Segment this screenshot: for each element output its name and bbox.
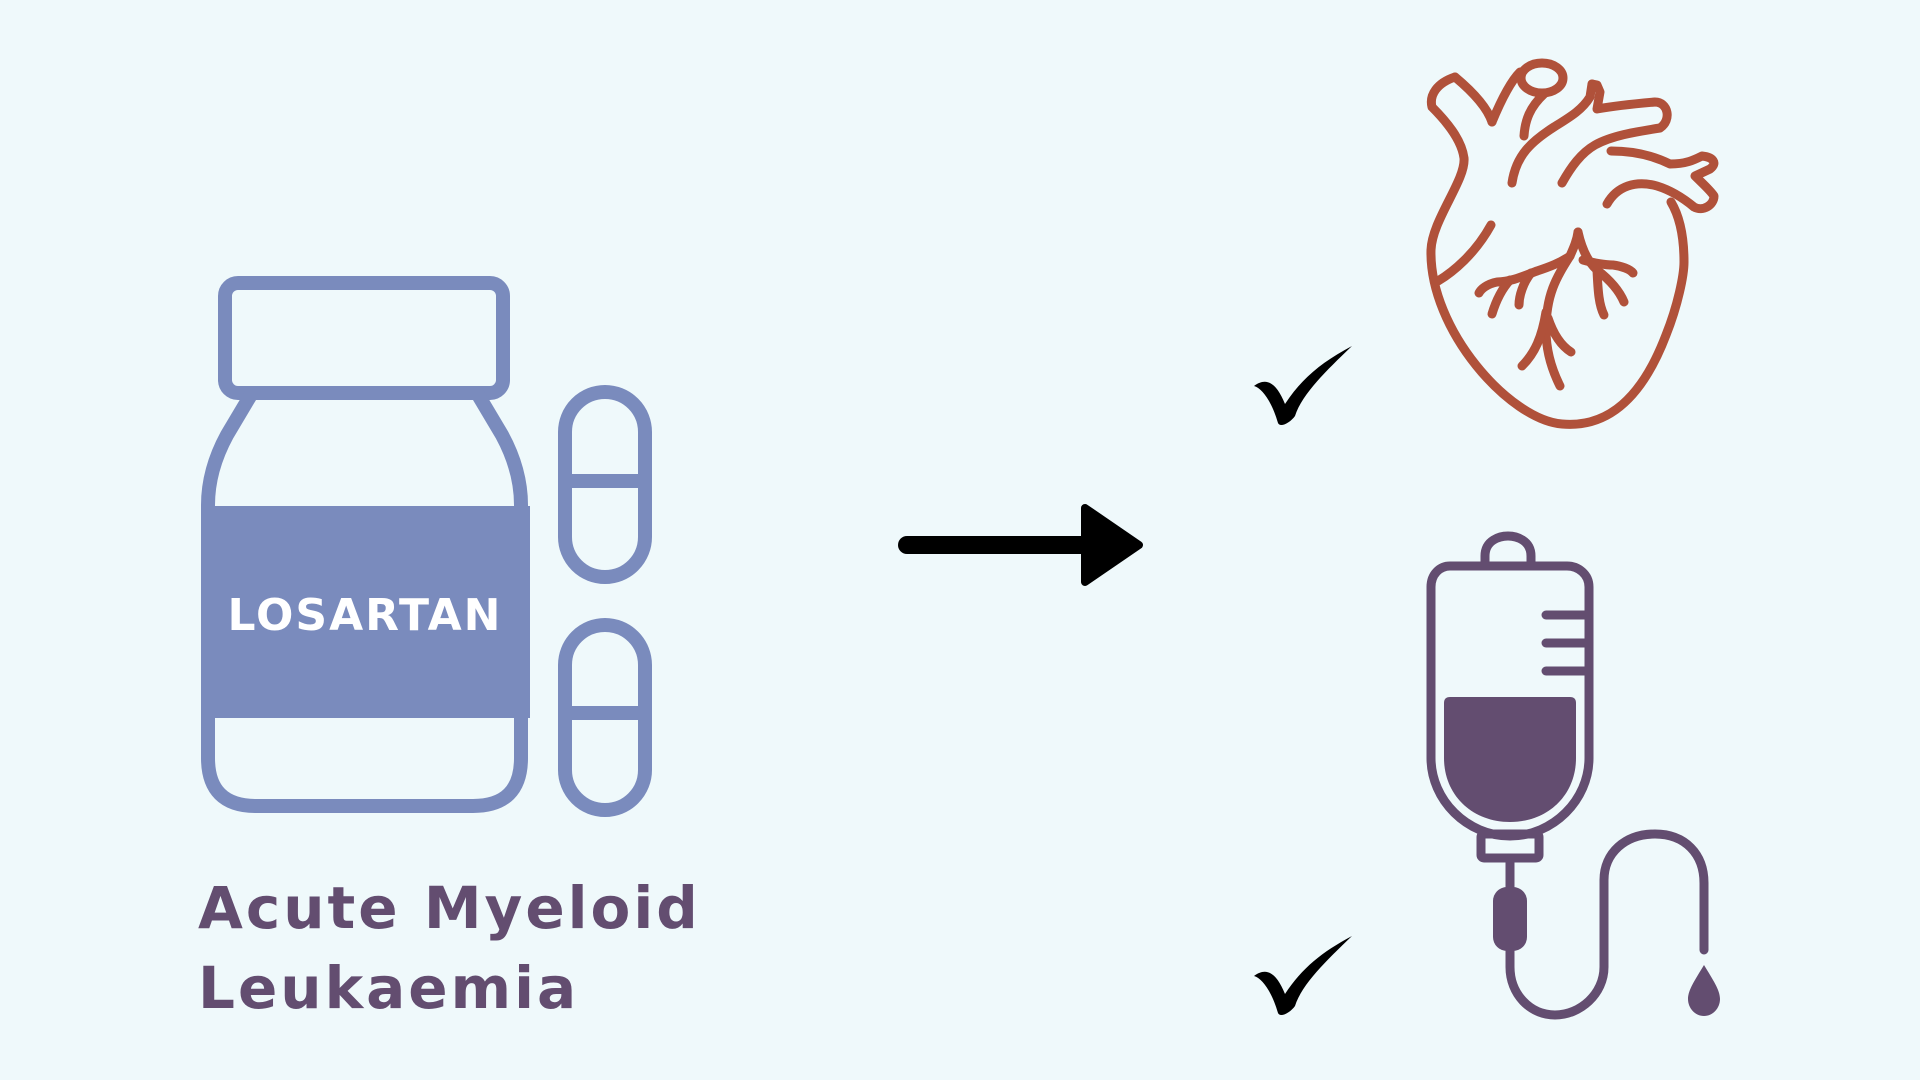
iv-fluid-level [1444,697,1576,822]
bottle-body [201,386,528,813]
medicine-bottle-icon [201,276,528,813]
iv-bag-hanger [1480,531,1536,571]
condition-caption: Acute Myeloid Leukaemia [198,868,718,1028]
iv-tube [1505,829,1709,1020]
iv-drop [1688,965,1720,1016]
anatomical-heart-icon [1426,58,1719,429]
condition-line-1: Acute Myeloid [198,874,701,942]
capsule-icon [558,618,652,817]
condition-line-2: Leukaemia [198,954,580,1022]
check-mark-icon [1254,346,1352,426]
bottle-cap [218,276,510,400]
check-mark-icon [1254,936,1352,1016]
iv-drip-bag-icon [1426,531,1709,1020]
bottle-label-band [201,506,530,718]
capsule-icon [558,385,652,584]
iv-drip-chamber [1493,887,1527,951]
drug-name-label: LOSARTAN [227,589,503,641]
arrow-right-icon [898,504,1143,586]
